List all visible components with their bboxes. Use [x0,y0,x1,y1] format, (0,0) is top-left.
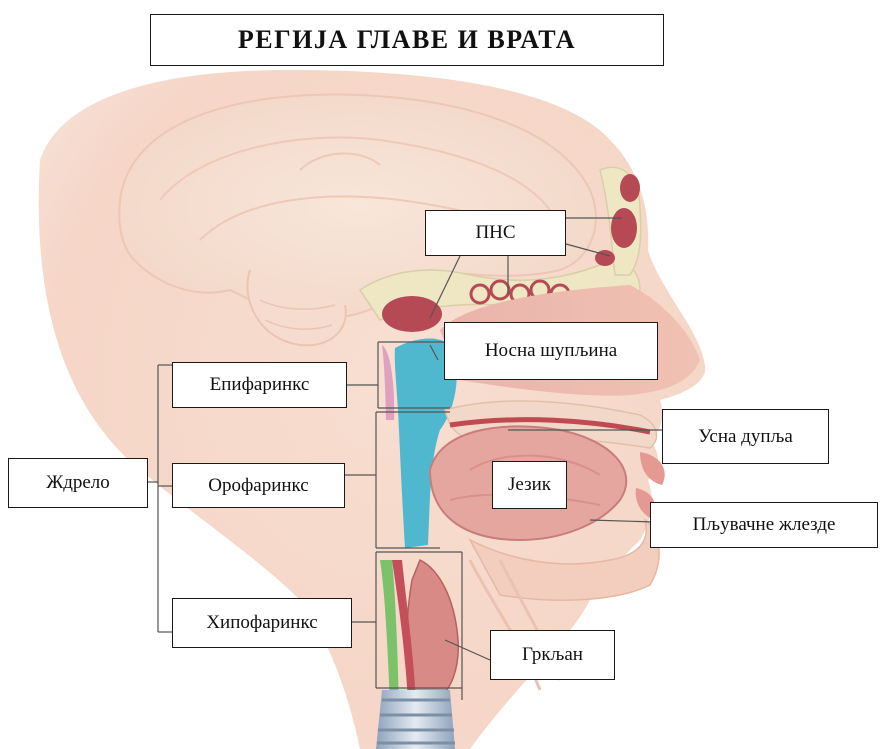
label-nasal-cavity: Носна шупљина [444,322,658,380]
label-tongue: Језик [492,461,567,509]
label-pharynx: Ждрело [8,458,148,508]
page-title: РЕГИЈА ГЛАВЕ И ВРАТА [150,14,664,66]
label-epipharynx: Епифаринкс [172,362,347,408]
label-salivary-glands: Пљувачне жлезде [650,502,878,548]
label-oral-cavity: Усна дупља [662,409,829,464]
label-oropharynx: Орофаринкс [172,463,345,508]
label-larynx: Гркљан [490,630,615,680]
larynx-region [376,560,458,749]
label-hypopharynx: Хипофаринкс [172,598,352,648]
label-pns: ПНС [425,210,566,256]
